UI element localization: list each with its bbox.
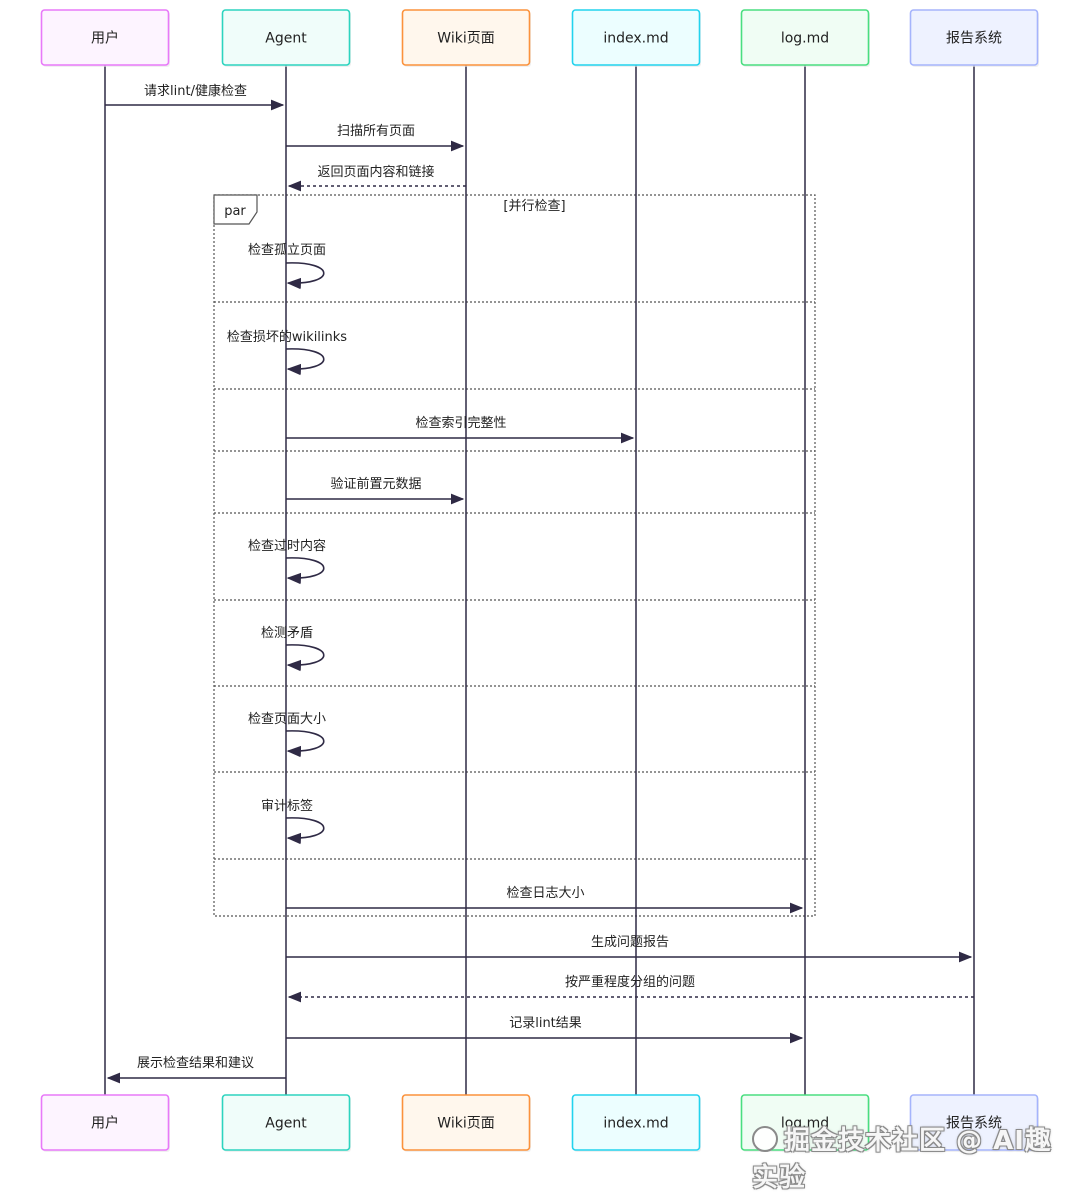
message-label: 扫描所有页面 — [337, 124, 415, 139]
message-1: 请求lint/健康检查 — [105, 83, 285, 111]
participant-label-bottom-log: log.md — [781, 1116, 829, 1132]
participant-box-top-index — [571, 9, 701, 66]
message-15: 记录lint结果 — [286, 1016, 804, 1044]
message-12: 检查日志大小 — [286, 886, 804, 914]
message-label: 检测矛盾 — [261, 626, 313, 641]
message-10: 检查页面大小 — [248, 712, 326, 758]
watermark: 掘金技术社区 @ AI趣实验 — [752, 1120, 1062, 1193]
message-label: 检查日志大小 — [506, 886, 584, 901]
message-label: 检查索引完整性 — [415, 416, 506, 431]
participant-label-top-agent: Agent — [265, 31, 307, 47]
participant-box-bottom-agent — [221, 1094, 351, 1151]
message-label: 检查过时内容 — [248, 538, 326, 554]
message-label: 展示检查结果和建议 — [137, 1056, 254, 1071]
message-label: 返回页面内容和链接 — [317, 164, 434, 180]
message-label: 审计标签 — [261, 798, 313, 814]
message-3: 返回页面内容和链接 — [287, 164, 466, 192]
message-16: 展示检查结果和建议 — [106, 1056, 286, 1084]
message-2: 扫描所有页面 — [286, 124, 465, 152]
participant-label-bottom-wiki: Wiki页面 — [437, 1116, 494, 1132]
participant-box-top-agent — [221, 9, 351, 66]
message-5: 检查损坏的wikilinks — [227, 329, 347, 376]
message-8: 检查过时内容 — [248, 538, 326, 585]
message-6: 检查索引完整性 — [286, 416, 635, 444]
participant-label-bottom-report: 报告系统 — [946, 1116, 1002, 1132]
self-message-arrow — [285, 557, 325, 585]
message-label: 验证前置元数据 — [330, 476, 421, 492]
par-tag-box — [213, 194, 258, 225]
message-label: 检查损坏的wikilinks — [227, 329, 347, 345]
message-label: 生成问题报告 — [591, 935, 669, 950]
participant-box-bottom-report — [909, 1094, 1039, 1151]
par-tag-label: par — [224, 204, 246, 219]
participant-box-bottom-index — [571, 1094, 701, 1151]
juejin-logo-icon — [752, 1125, 778, 1152]
participant-label-top-user: 用户 — [91, 30, 119, 47]
participant-label-bottom-index: index.md — [603, 1116, 668, 1132]
par-title: [并行检查] — [503, 199, 565, 214]
participant-box-top-wiki — [401, 9, 531, 66]
message-4: 检查孤立页面 — [248, 243, 326, 290]
participant-label-top-log: log.md — [781, 31, 829, 47]
participant-label-bottom-user: 用户 — [91, 1115, 119, 1132]
message-9: 检测矛盾 — [261, 626, 325, 672]
message-label: 记录lint结果 — [509, 1016, 582, 1031]
participant-box-top-user — [40, 9, 170, 66]
self-message-arrow — [285, 262, 325, 290]
message-label: 检查页面大小 — [248, 712, 326, 727]
par-frame — [213, 194, 816, 917]
participant-label-bottom-agent: Agent — [265, 1116, 307, 1132]
participant-label-top-wiki: Wiki页面 — [437, 31, 494, 47]
participant-box-top-log — [740, 9, 870, 66]
participant-box-bottom-user — [40, 1094, 170, 1151]
message-13: 生成问题报告 — [286, 935, 973, 963]
self-message-arrow — [285, 644, 325, 672]
self-message-arrow — [285, 730, 325, 758]
message-11: 审计标签 — [261, 798, 325, 845]
participant-label-top-index: index.md — [603, 31, 668, 47]
message-14: 按严重程度分组的问题 — [287, 974, 974, 1003]
participant-label-top-report: 报告系统 — [946, 31, 1002, 47]
message-label: 按严重程度分组的问题 — [565, 974, 695, 990]
message-label: 检查孤立页面 — [248, 243, 326, 258]
self-message-arrow — [285, 817, 325, 845]
participant-box-top-report — [909, 9, 1039, 66]
self-message-arrow — [285, 348, 325, 376]
message-label: 请求lint/健康检查 — [144, 83, 247, 99]
participant-box-bottom-wiki — [401, 1094, 531, 1151]
message-7: 验证前置元数据 — [286, 476, 465, 505]
